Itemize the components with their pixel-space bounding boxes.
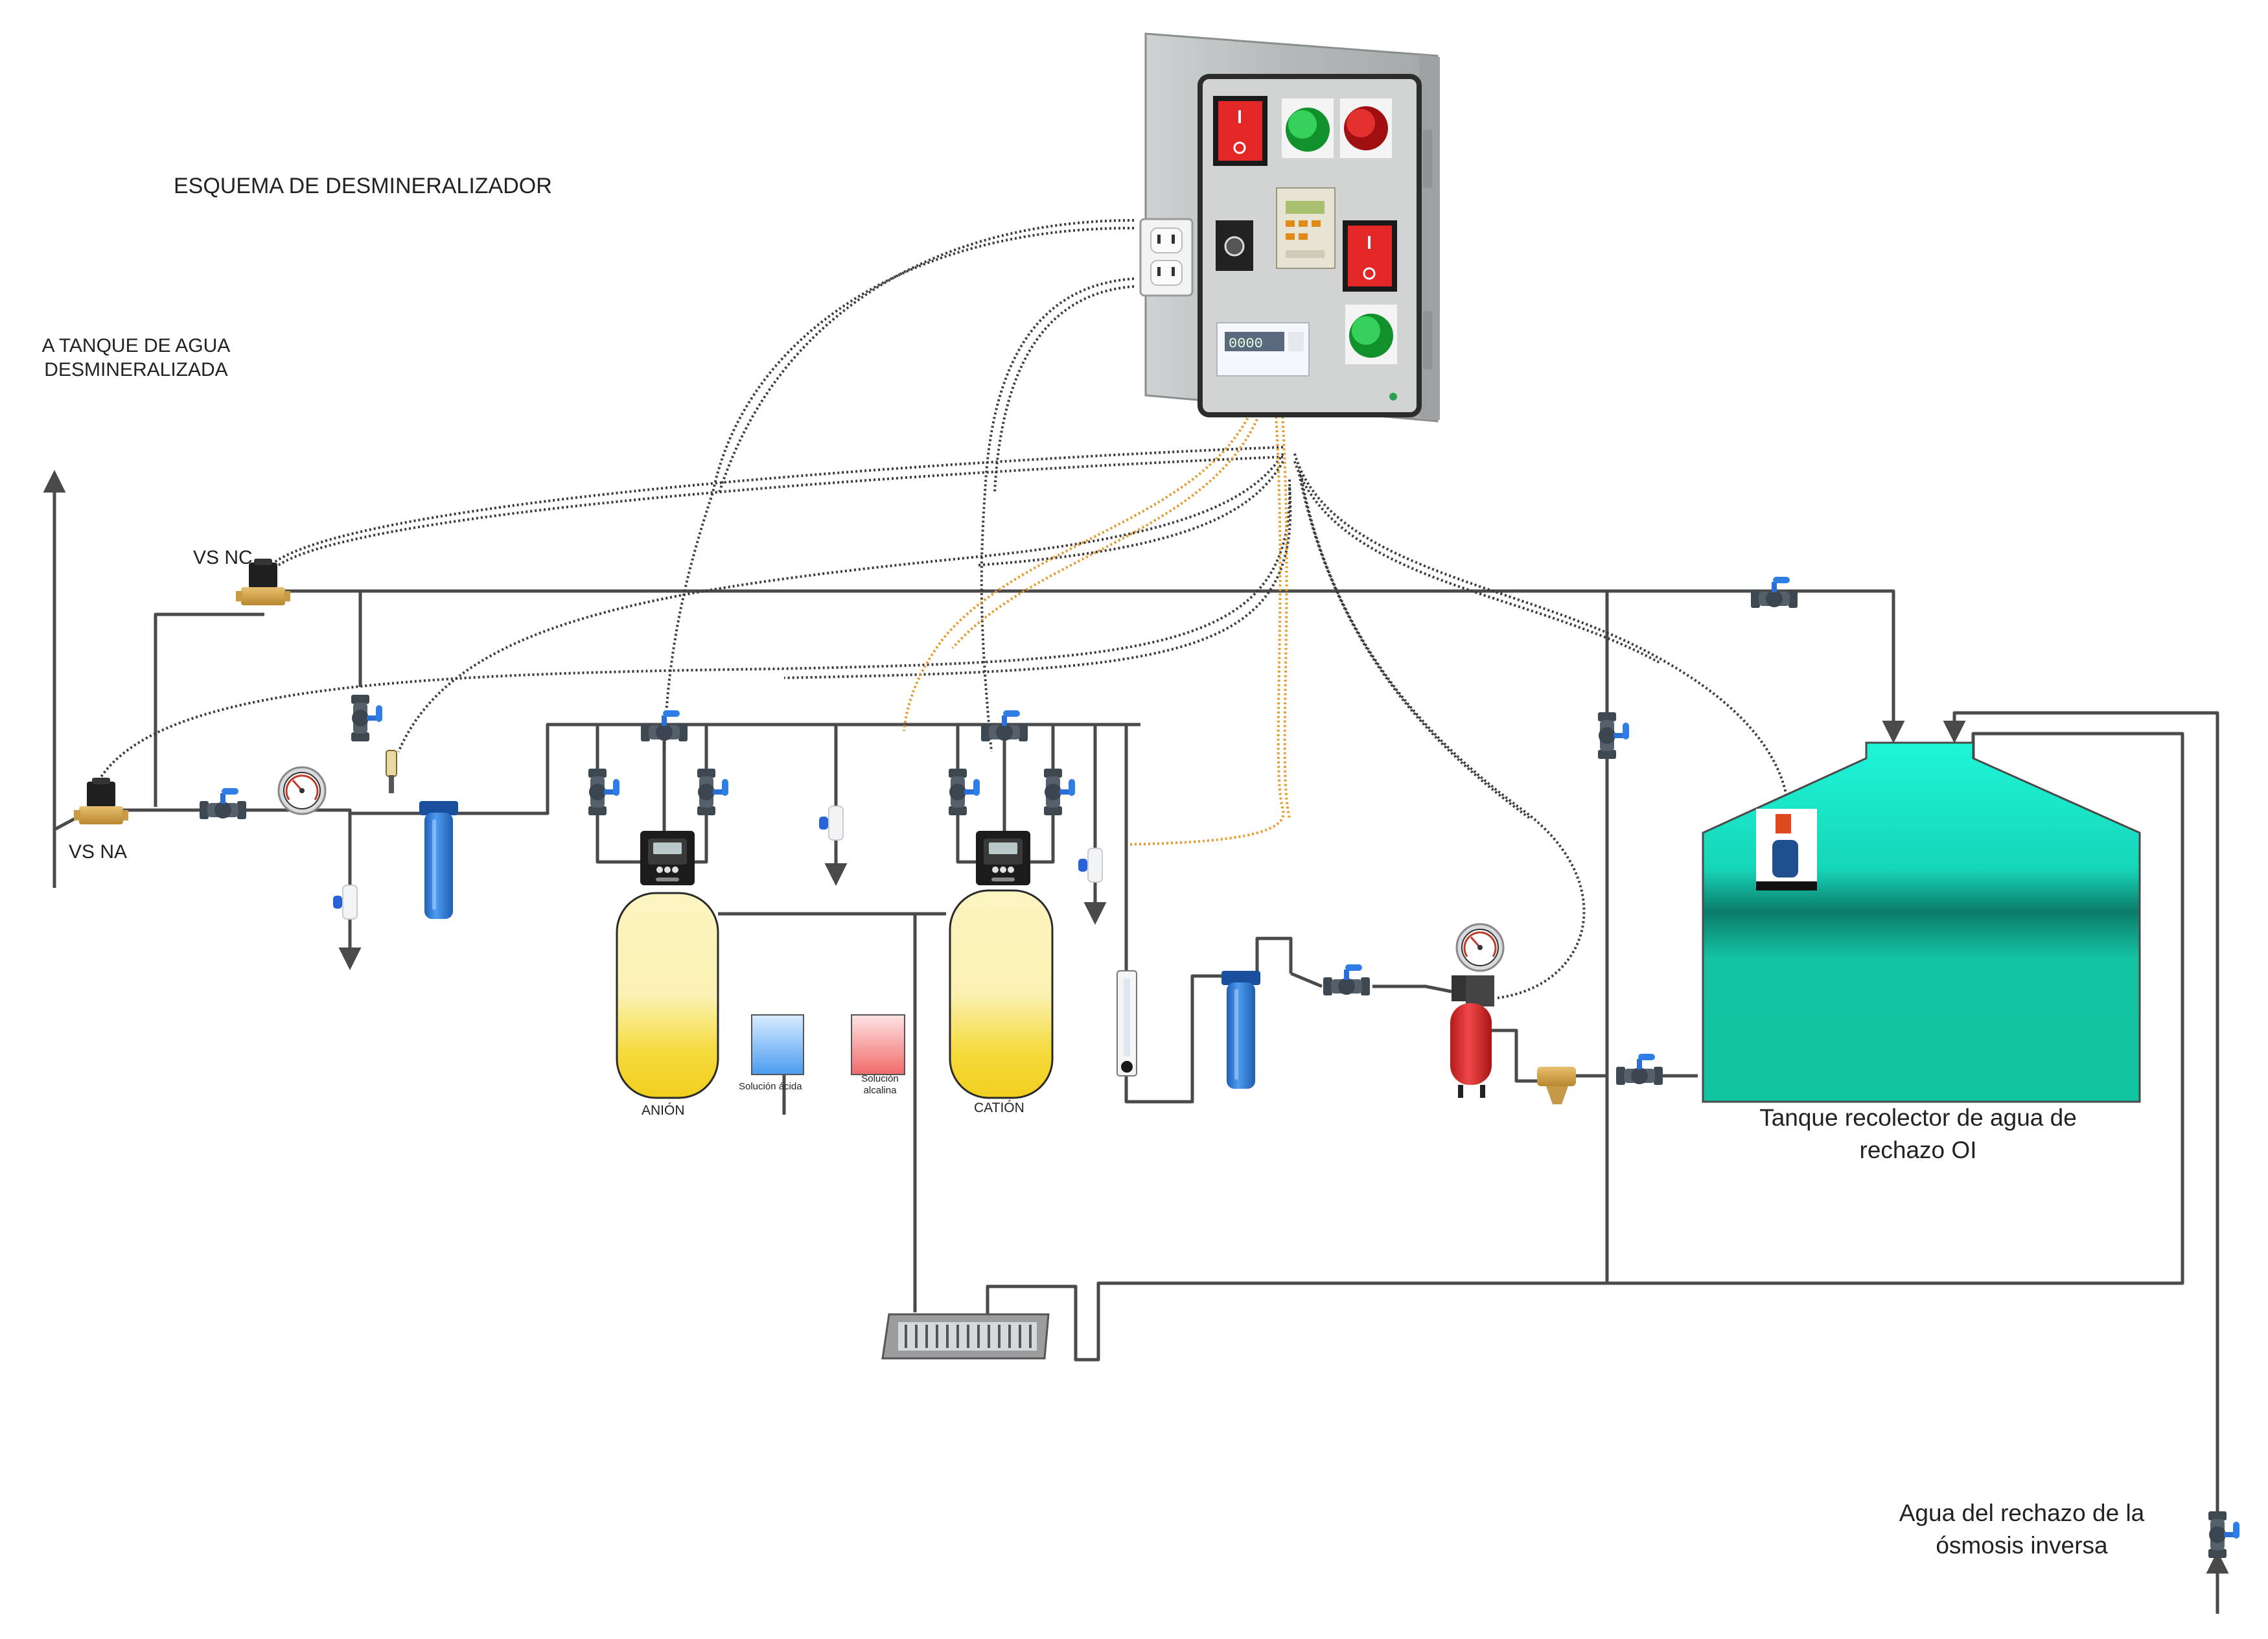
strainer-icon: [1537, 1067, 1576, 1104]
collector-tank-icon: [1702, 741, 2141, 1103]
ball-valve-icon[interactable]: [588, 769, 619, 815]
ro-reject-inflow-label: Agua del rechazo de la ósmosis inversa: [1899, 1500, 2145, 1559]
anion-tank-icon: [616, 892, 719, 1099]
pressure-gauge-icon: [277, 766, 327, 815]
meter-display-readout: 0000: [1229, 336, 1263, 352]
sensor-wiring: [903, 375, 1291, 846]
selector-knob-icon[interactable]: [1216, 220, 1253, 271]
valve-nc-label: VS NC: [193, 547, 253, 568]
pilot-light-red-icon: [1340, 99, 1392, 158]
ball-valve-icon[interactable]: [1323, 964, 1370, 995]
diagram-title: ESQUEMA DE DESMINERALIZADOR: [174, 174, 552, 198]
sample-valve-icon[interactable]: [332, 885, 358, 920]
valve-na-label: VS NA: [69, 841, 128, 863]
controller-icon: [1276, 187, 1336, 269]
ball-valve-icon[interactable]: [641, 710, 688, 741]
pump-icon: [1450, 923, 1505, 1098]
valve-head-icon[interactable]: [640, 831, 695, 885]
conductivity-probe-icon: [386, 750, 397, 793]
ball-valve-icon[interactable]: [1598, 712, 1629, 759]
cation-label: CATIÓN: [974, 1100, 1024, 1115]
sample-valve-icon[interactable]: [1078, 848, 1103, 883]
filter-housing-icon: [419, 801, 458, 919]
ball-valve-icon[interactable]: [1616, 1054, 1663, 1085]
anion-label: ANIÓN: [642, 1103, 685, 1118]
destination-label: A TANQUE DE AGUA DESMINERALIZADA: [41, 335, 231, 380]
floor-drain-icon: [881, 1313, 1050, 1360]
ball-valve-icon[interactable]: [1751, 577, 1798, 608]
ball-valve-icon[interactable]: [981, 710, 1028, 741]
flowmeter-icon: [1117, 970, 1137, 1076]
valve-head-icon[interactable]: [976, 831, 1030, 885]
sample-valve-icon[interactable]: [818, 806, 844, 841]
alkaline-solution-container-icon: [851, 1014, 905, 1075]
alkaline-solution-label: Solución alcalina: [861, 1073, 899, 1096]
ball-valve-icon[interactable]: [949, 769, 980, 815]
conductivity-meter-icon: 0000: [1216, 322, 1310, 377]
ball-valve-icon[interactable]: [351, 695, 382, 741]
filter-housing-icon: [1221, 971, 1260, 1089]
control-panel: 0000: [1139, 32, 1440, 423]
pilot-light-green-icon: [1345, 305, 1397, 364]
ball-valve-icon[interactable]: [2208, 1511, 2239, 1558]
ball-valve-icon[interactable]: [200, 788, 246, 819]
acid-solution-container-icon: [751, 1014, 804, 1075]
level-float-icon: [1756, 809, 1817, 890]
solenoid-valve-icon[interactable]: [74, 778, 128, 824]
collector-tank-label: Tanque recolector de agua de rechazo OI: [1759, 1104, 2077, 1163]
power-switch-icon[interactable]: [1213, 96, 1267, 166]
ball-valve-icon[interactable]: [1044, 769, 1075, 815]
cation-tank-icon: [949, 889, 1054, 1099]
acid-solution-label: Solución ácida: [739, 1081, 802, 1092]
pilot-light-green-icon: [1282, 99, 1334, 158]
ball-valve-icon[interactable]: [697, 769, 728, 815]
outlet-icon: [1139, 218, 1194, 297]
signal-wiring: [89, 219, 1790, 999]
power-switch-icon[interactable]: [1343, 220, 1397, 292]
